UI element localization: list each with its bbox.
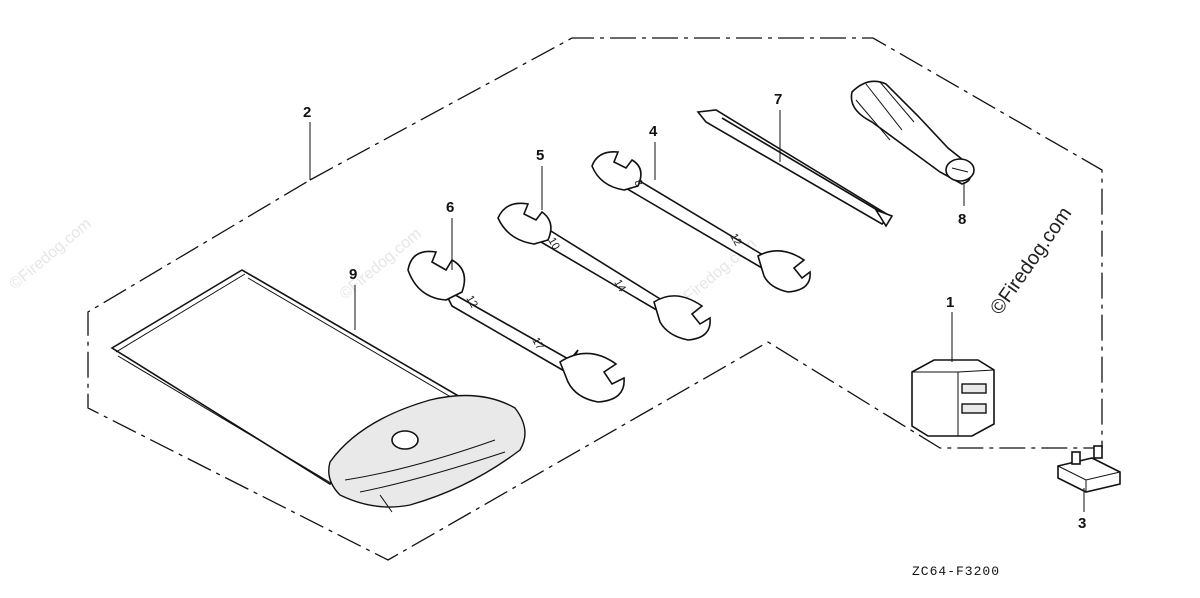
tool-bag [110, 269, 526, 513]
wrench-4-size-b: 12 [727, 232, 744, 249]
callout-2: 2 [303, 104, 311, 121]
wrench-5-size-a: 10 [545, 236, 562, 253]
callout-5: 5 [536, 147, 544, 164]
callouts: 2 9 6 5 4 7 8 1 3 [303, 91, 1086, 532]
kit-boundary [87, 37, 1103, 561]
wrench-12-17: 12 17 [407, 250, 625, 403]
watermark-faint-1: ©Firedog.com [7, 215, 95, 293]
fuse [1057, 445, 1121, 493]
callout-3: 3 [1078, 515, 1086, 532]
callout-4: 4 [649, 123, 658, 140]
callout-6: 6 [446, 199, 454, 216]
screwdriver-shaft [696, 109, 894, 228]
callout-8: 8 [958, 211, 966, 228]
wrench-8-12: 8 12 [591, 150, 811, 293]
watermark-main: ©Firedog.com [986, 203, 1076, 319]
wrench-6-size-b: 17 [529, 336, 546, 353]
wrench-10-14: 10 14 [497, 202, 711, 341]
rubber-block [911, 359, 995, 437]
callout-7: 7 [774, 91, 782, 108]
callout-9: 9 [349, 266, 357, 283]
wrench-6-size-a: 12 [463, 294, 480, 311]
wrench-4-size-a: 8 [631, 178, 644, 189]
leader-lines [309, 110, 1085, 512]
callout-1: 1 [946, 294, 954, 311]
wrench-5-size-b: 14 [611, 278, 628, 295]
screwdriver-handle [850, 80, 975, 185]
diagram-code: ZC64-F3200 [912, 564, 1000, 579]
